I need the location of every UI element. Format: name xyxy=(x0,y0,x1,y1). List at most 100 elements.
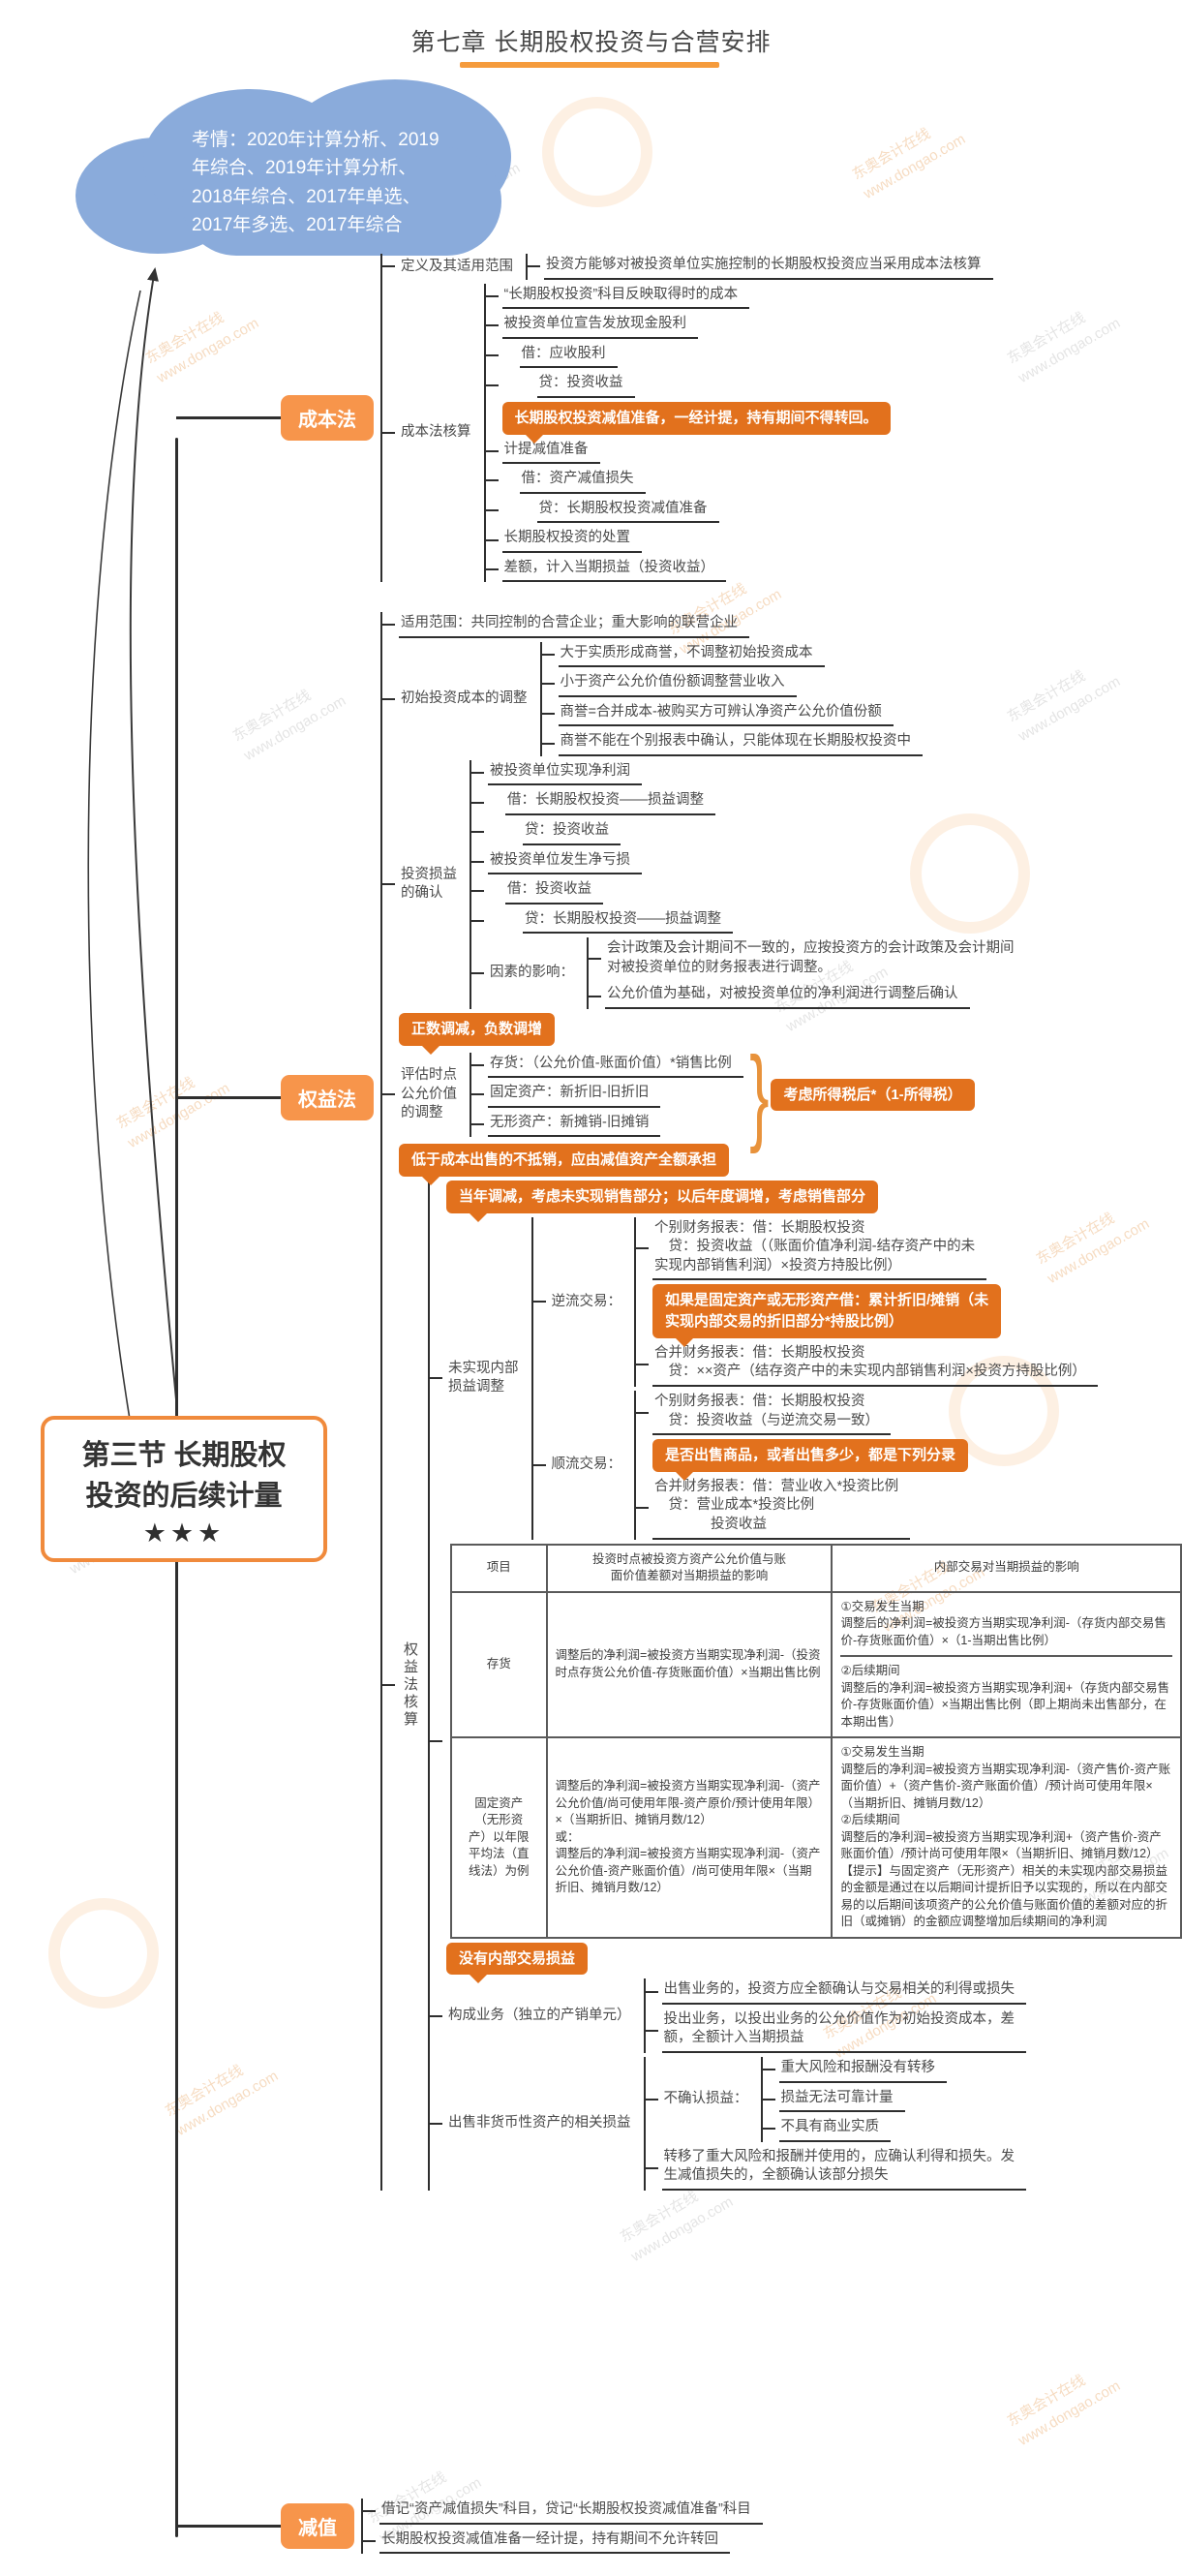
unrealized-internal-pl[interactable]: 未实现内部 损益调整 xyxy=(448,1360,519,1395)
node-plain[interactable]: 合并财务报表：借：营业收入*投资比例 贷：营业成本*投资比例 投资收益 xyxy=(652,1476,911,1540)
mindmap-row: 当年调减，考虑未实现销售部分；以后年度调增，考虑销售部分 xyxy=(430,1180,1182,1222)
node-plain[interactable]: 计提减值准备 xyxy=(501,439,600,465)
node-plain[interactable]: 重大风险和报酬没有转移 xyxy=(778,2057,947,2083)
children-group: 重大风险和报酬没有转移损益无法可靠计量不具有商业实质 xyxy=(760,2056,948,2142)
investment-pl-recognition[interactable]: 投资损益 的确认 xyxy=(401,866,457,902)
node-plain[interactable]: 借：应收股利 xyxy=(519,343,618,369)
branch-label-wrap: 成本法 xyxy=(176,395,374,442)
cost-accounting[interactable]: 成本法核算 xyxy=(401,424,471,441)
node-text[interactable]: 不确认损益： xyxy=(663,2091,748,2106)
node-plain[interactable]: 不具有商业实质 xyxy=(778,2116,891,2142)
branch-label-equity[interactable]: 权益法 xyxy=(176,1075,374,1120)
node-plain[interactable]: 商誉不能在个别报表中确认，只能体现在长期股权投资中 xyxy=(558,730,923,756)
fv-adjust-at-valuation[interactable]: 评估时点 公允价值 的调整 xyxy=(401,1067,457,1121)
mindmap-row: 长期股权投资减值准备，一经计提，持有期间不得转回。 xyxy=(486,401,891,444)
mindmap-row: 合并财务报表：借：营业收入*投资比例 贷：营业成本*投资比例 投资收益 xyxy=(636,1476,968,1540)
mindmap-row: 借记“资产减值损失”科目，贷记“长期股权投资减值准备”科目 xyxy=(363,2499,763,2525)
equity-scope[interactable]: 适用范围：共同控制的合营企业；重大影响的联营企业 xyxy=(399,612,749,638)
adjustment-table[interactable]: 项目投资时点被投资方资产公允价值与账 面价值差额对当期损益的影响内部交易对当期损… xyxy=(450,1543,1182,1939)
node-plain[interactable]: 差额，计入当期损益（投资收益） xyxy=(501,557,726,583)
nonmonetary-asset-pl[interactable]: 出售非货币性资产的相关损益 xyxy=(448,2115,631,2131)
table-cell-part: ②后续期间 调整后的净利润=被投资方当期实现净利润+（存货内部交易售价-存货账面… xyxy=(840,1655,1172,1731)
mindmap-row: 出售非货币性资产的相关损益 不确认损益： 重大风险和报酬没有转移损益无法可靠计量不具… xyxy=(430,2056,1182,2191)
node-plain[interactable]: 长期股权投资减值准备一经计提，持有期间不允许转回 xyxy=(379,2529,730,2555)
mindmap-row: 贷：投资收益 xyxy=(486,372,891,398)
branch-label-cost[interactable]: 成本法 xyxy=(176,395,374,442)
mindmap-row: 转移了重大风险和报酬并使用的，应确认利得和损失。发 生减值损失的，全额确认该部分… xyxy=(646,2146,1026,2191)
constitutes-business[interactable]: 构成业务（独立的产销单元） xyxy=(448,2007,631,2023)
table-cell-part: ①交易发生当期 调整后的净利润=被投资方当期实现净利润-（资产售价-资产账面价值… xyxy=(840,1745,1171,1928)
node-plain[interactable]: 贷：投资收益 xyxy=(523,819,621,845)
table-cell: 调整后的净利润=被投资方当期实现净利润-（投资时点存货公允价值-存货账面价值）×… xyxy=(545,1590,833,1738)
node-plain[interactable]: 合并财务报表：借：长期股权投资 贷：××资产（结存资产中的未实现内部销售利润×投… xyxy=(652,1342,1098,1387)
mindmap-row: 如果是固定资产或无形资产借：累计折旧/摊销（未 实现内部交易的折旧部分*持股比例… xyxy=(636,1284,1098,1347)
table-header: 投资时点被投资方资产公允价值与账 面价值差额对当期损益的影响 xyxy=(545,1543,833,1593)
callout-current-year[interactable]: 当年调减，考虑未实现销售部分；以后年度调增，考虑销售部分 xyxy=(446,1180,879,1222)
node-plain[interactable]: 投资方能够对被投资单位实施控制的长期股权投资应当采用成本法核算 xyxy=(544,254,993,280)
node-plain[interactable]: 转移了重大风险和报酬并使用的，应确认利得和损失。发 生减值损失的，全额确认该部分… xyxy=(661,2146,1026,2191)
cost-scope[interactable]: 定义及其适用范围 xyxy=(401,258,513,274)
node-plain[interactable]: 贷：投资收益 xyxy=(536,372,635,398)
callout-no-reversal[interactable]: 长期股权投资减值准备，一经计提，持有期间不得转回。 xyxy=(501,401,891,444)
downstream-transaction[interactable]: 顺流交易： xyxy=(551,1456,622,1472)
node-plain[interactable]: 借：长期股权投资——损益调整 xyxy=(505,789,715,815)
mindmap-row: 评估时点 公允价值 的调整 存货：（公允价值-账面价值）*销售比例固定资产：新折旧… xyxy=(382,1041,1182,1148)
mindmap-row: 借：投资收益 xyxy=(471,878,1029,905)
node-plain[interactable]: 借：资产减值损失 xyxy=(519,468,646,494)
table-cell: 固定资产 （无形资 产）以年限 平均法（直 线法）为例 xyxy=(450,1736,548,1939)
mindmap-row: 个别财务报表：借：长期股权投资 贷：投资收益（（账面价值净利润-结存资产中的未 … xyxy=(636,1217,1098,1281)
mindmap-row: 重大风险和报酬没有转移 xyxy=(763,2057,947,2083)
node-plain[interactable]: 被投资单位发生净亏损 xyxy=(488,849,642,875)
node-plain[interactable]: 个别财务报表：借：长期股权投资 贷：投资收益（与逆流交易一致） xyxy=(652,1391,891,1436)
mindmap-row: 贷：投资收益 xyxy=(471,819,1029,845)
mindmap-row: 投资方能够对被投资单位实施控制的长期股权投资应当采用成本法核算 xyxy=(528,254,993,280)
mindmap-row: 因素的影响： 会计政策及会计期间不一致的，应按投资方的会计政策及会计期间对被投资单… xyxy=(471,937,1029,1009)
upstream-transaction[interactable]: 逆流交易： xyxy=(551,1293,622,1309)
node-plain[interactable]: 大于实质形成商誉，不调整初始投资成本 xyxy=(558,642,825,668)
main-topic-node[interactable]: 第三节 长期股权 投资的后续计量 ★★★ xyxy=(41,1416,327,1563)
children-group: 会计政策及会计期间不一致的，应按投资方的会计政策及会计期间对被投资单位的财务报表… xyxy=(587,937,1029,1009)
mindmap-row: 贷：长期股权投资减值准备 xyxy=(486,498,891,524)
node-plain[interactable]: 贷：长期股权投资——损益调整 xyxy=(523,908,733,935)
mindmap-row: 未实现内部 损益调整 逆流交易： 个别财务报表：借：长期股权投资 贷：投资收益（（账… xyxy=(430,1216,1182,1540)
equity-method-accounting[interactable]: 权益法核算 xyxy=(402,1641,418,1730)
node-plain[interactable]: 小于资产公允价值份额调整营业收入 xyxy=(558,671,797,697)
node-plain[interactable]: 长期股权投资的处置 xyxy=(501,527,642,553)
node-plain[interactable]: 借记“资产减值损失”科目，贷记“长期股权投资减值准备”科目 xyxy=(379,2499,763,2525)
node-plain[interactable]: 固定资产：新折旧-旧折旧 xyxy=(488,1082,661,1108)
node-plain[interactable]: 损益无法可靠计量 xyxy=(778,2087,905,2113)
node-plain[interactable]: 存货：（公允价值-账面价值）*销售比例 xyxy=(488,1053,743,1079)
callout-fixed-intangible[interactable]: 如果是固定资产或无形资产借：累计折旧/摊销（未 实现内部交易的折旧部分*持股比例… xyxy=(652,1284,1002,1347)
node-plain[interactable]: 借：投资收益 xyxy=(505,878,603,905)
mindmap-row: 损益无法可靠计量 xyxy=(763,2087,948,2113)
node-plain[interactable]: 无形资产：新摊销-旧摊销 xyxy=(488,1112,661,1138)
callout-entries-anyway[interactable]: 是否出售商品，或者出售多少，都是下列分录 xyxy=(652,1439,969,1481)
table-cell: ①交易发生当期 调整后的净利润=被投资方当期实现净利润-（资产售价-资产账面价值… xyxy=(831,1736,1182,1939)
mindmap-row: “长期股权投资”科目反映取得时的成本 xyxy=(486,284,891,310)
node-plain[interactable]: 出售业务的，投资方应全额确认与交易相关的利得或损失 xyxy=(661,1978,1026,2005)
side-note[interactable]: 考虑所得税后*（1-所得税） xyxy=(771,1078,975,1112)
children-group: 当年调减，考虑未实现销售部分；以后年度调增，考虑销售部分未实现内部 损益调整 逆流… xyxy=(428,1180,1182,2191)
branch-impairment: 减值借记“资产减值损失”科目，贷记“长期股权投资减值准备”科目长期股权投资减值准… xyxy=(176,2499,763,2555)
mindmap-row: 商誉不能在个别报表中确认，只能体现在长期股权投资中 xyxy=(542,730,923,756)
node-plain[interactable]: 被投资单位宣告发放现金股利 xyxy=(501,313,698,339)
node-text[interactable]: 会计政策及会计期间不一致的，应按投资方的会计政策及会计期间对被投资单位的财务报表… xyxy=(607,940,1015,975)
node-plain[interactable]: “长期股权投资”科目反映取得时的成本 xyxy=(501,284,750,310)
mindmap-row: 贷：长期股权投资——损益调整 xyxy=(471,908,1029,935)
exam-info-cloud[interactable]: 考情：2020年计算分析、2019 年综合、2019年计算分析、 2018年综合… xyxy=(76,79,513,260)
exam-info-text: 考情：2020年计算分析、2019 年综合、2019年计算分析、 2018年综合… xyxy=(192,130,439,236)
callout-positive-negative[interactable]: 正数调减，负数调增 xyxy=(399,1012,556,1055)
callout-below-cost[interactable]: 低于成本出售的不抵销，应由减值资产全额承担 xyxy=(399,1144,730,1185)
initial-cost-adjust[interactable]: 初始投资成本的调整 xyxy=(401,690,528,706)
node-plain[interactable]: 被投资单位实现净利润 xyxy=(488,760,642,786)
node-plain[interactable]: 个别财务报表：借：长期股权投资 贷：投资收益（（账面价值净利润-结存资产中的未 … xyxy=(652,1217,987,1281)
mindmap-row: 大于实质形成商誉，不调整初始投资成本 xyxy=(542,642,924,668)
branch-label-impairment[interactable]: 减值 xyxy=(176,2503,354,2550)
node-plain[interactable]: 商誉=合并成本-被购买方可辨认净资产公允价值份额 xyxy=(558,701,894,727)
node-text[interactable]: 因素的影响： xyxy=(490,965,574,981)
cloud-shape xyxy=(182,147,501,256)
node-plain[interactable]: 公允价值为基础，对被投资单位的净利润进行调整后确认 xyxy=(605,983,970,1009)
node-plain[interactable]: 投出业务，以投出业务的公允价值作为初始投资成本，差 额，全额计入当期损益 xyxy=(661,2009,1026,2053)
node-plain[interactable]: 贷：长期股权投资减值准备 xyxy=(536,498,719,524)
callout-no-internal-pl[interactable]: 没有内部交易损益 xyxy=(446,1942,589,1983)
